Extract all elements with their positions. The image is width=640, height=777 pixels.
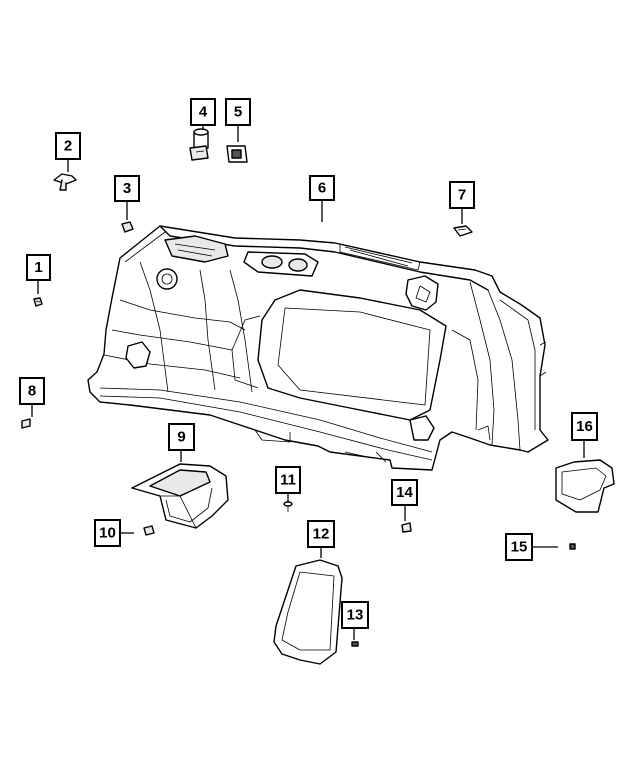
trim-bracket-part-16 — [555, 459, 615, 513]
svg-text:4: 4 — [199, 104, 208, 121]
clip-part-10 — [143, 525, 155, 536]
socket-part-4 — [189, 128, 209, 161]
callout-5: 5 — [225, 98, 251, 126]
clip-part-1 — [33, 297, 43, 307]
leader-lines — [31, 125, 585, 640]
svg-text:3: 3 — [123, 180, 131, 197]
callout-10: 10 — [94, 519, 121, 547]
callout-6: 6 — [309, 175, 335, 201]
svg-text:2: 2 — [64, 138, 72, 155]
svg-text:10: 10 — [99, 525, 116, 542]
switch-part-5 — [226, 145, 248, 163]
clip-part-8 — [21, 418, 31, 429]
svg-text:14: 14 — [396, 484, 413, 501]
callout-16: 16 — [571, 412, 598, 441]
svg-text:6: 6 — [318, 180, 326, 197]
callout-3: 3 — [114, 175, 140, 202]
storage-bin-part-9 — [131, 463, 229, 529]
screw-part-11 — [283, 501, 293, 512]
callout-8: 8 — [19, 377, 45, 405]
svg-text:1: 1 — [34, 259, 42, 276]
svg-text:16: 16 — [576, 418, 593, 435]
clip-part-14 — [401, 522, 412, 533]
svg-text:5: 5 — [234, 104, 242, 121]
callout-7: 7 — [449, 181, 475, 209]
cover-panel-part-12 — [273, 559, 343, 665]
callout-13: 13 — [341, 601, 369, 629]
callout-4: 4 — [190, 98, 216, 126]
callout-14: 14 — [391, 479, 418, 506]
svg-text:12: 12 — [313, 526, 330, 543]
callout-11: 11 — [275, 466, 301, 494]
clip-part-15 — [569, 543, 576, 550]
svg-text:11: 11 — [280, 472, 296, 489]
quarter-trim-panel — [87, 225, 549, 471]
callout-15: 15 — [505, 533, 533, 561]
svg-text:8: 8 — [28, 383, 36, 400]
callout-2: 2 — [55, 132, 81, 160]
svg-text:15: 15 — [511, 539, 528, 556]
callout-12: 12 — [307, 520, 335, 548]
svg-text:13: 13 — [347, 607, 364, 624]
callout-9: 9 — [168, 423, 195, 451]
clip-part-3 — [121, 221, 134, 233]
clip-part-7 — [453, 225, 473, 237]
svg-text:9: 9 — [177, 429, 185, 446]
nut-part-13 — [351, 641, 359, 647]
push-pin-part-2 — [53, 173, 77, 191]
callout-1: 1 — [26, 254, 51, 281]
svg-text:7: 7 — [458, 187, 466, 204]
